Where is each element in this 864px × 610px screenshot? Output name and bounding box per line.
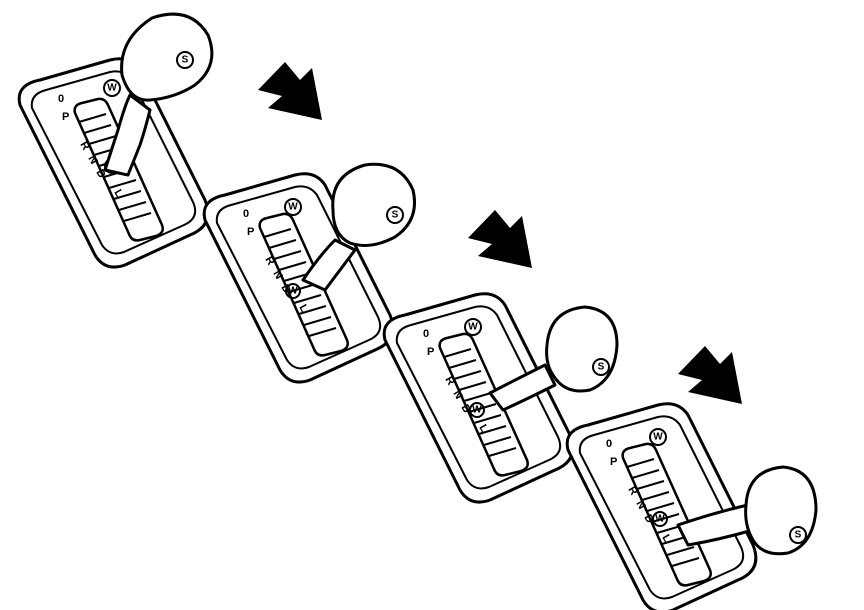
s-button-icon xyxy=(592,358,610,376)
lever-stem xyxy=(103,93,152,177)
arrow-down-right-icon xyxy=(678,346,742,404)
top-mark: 0 xyxy=(423,328,429,340)
shifter-step-4: 0 P R N D L W W S xyxy=(565,402,818,610)
shifter-step-1: 0 P R N D L W S S xyxy=(17,12,214,269)
top-mark: 0 xyxy=(58,93,64,105)
lever-knob xyxy=(545,305,619,393)
w-button-label: W xyxy=(468,322,478,333)
gate-label-p: P xyxy=(62,111,69,123)
gate-label-p: P xyxy=(610,456,617,468)
s-button-label: S xyxy=(182,55,189,66)
arrow-down-right-icon xyxy=(258,62,322,120)
lever-stem xyxy=(488,363,557,412)
gear-button-icon xyxy=(285,283,301,299)
s-button-label: S xyxy=(598,362,605,373)
w-button-label: W xyxy=(653,432,663,443)
s-button-label: S xyxy=(795,530,802,541)
w-button-icon xyxy=(464,318,482,336)
s-button-icon xyxy=(176,51,194,69)
w-button-icon xyxy=(284,198,302,216)
gear-button-icon xyxy=(469,402,485,418)
lever-knob xyxy=(331,162,416,247)
s-button-label: S xyxy=(392,210,399,221)
gear-button-icon xyxy=(652,511,668,527)
arrow-down-right-icon xyxy=(468,210,532,268)
lever-knob xyxy=(120,12,214,102)
w-button-label: W xyxy=(288,202,298,213)
shifter-step-3: 0 P R N D L W W S xyxy=(382,292,619,504)
gear-button-label: W xyxy=(288,286,298,297)
gate-label-p: P xyxy=(247,226,254,238)
top-mark: 0 xyxy=(606,438,612,450)
w-button-icon xyxy=(103,79,121,97)
lever-knob xyxy=(744,465,818,556)
gear-button-label: W xyxy=(472,405,482,416)
w-button-icon xyxy=(649,428,667,446)
top-mark: 0 xyxy=(243,208,249,220)
gate-label-p: P xyxy=(427,346,434,358)
shifter-step-2: 0 P R N D L W W S xyxy=(202,162,416,384)
gear-button-label: W xyxy=(655,514,665,525)
s-button-icon xyxy=(789,526,807,544)
w-button-label: W xyxy=(107,83,117,94)
lever-stem xyxy=(301,238,357,292)
s-button-icon xyxy=(386,206,404,224)
